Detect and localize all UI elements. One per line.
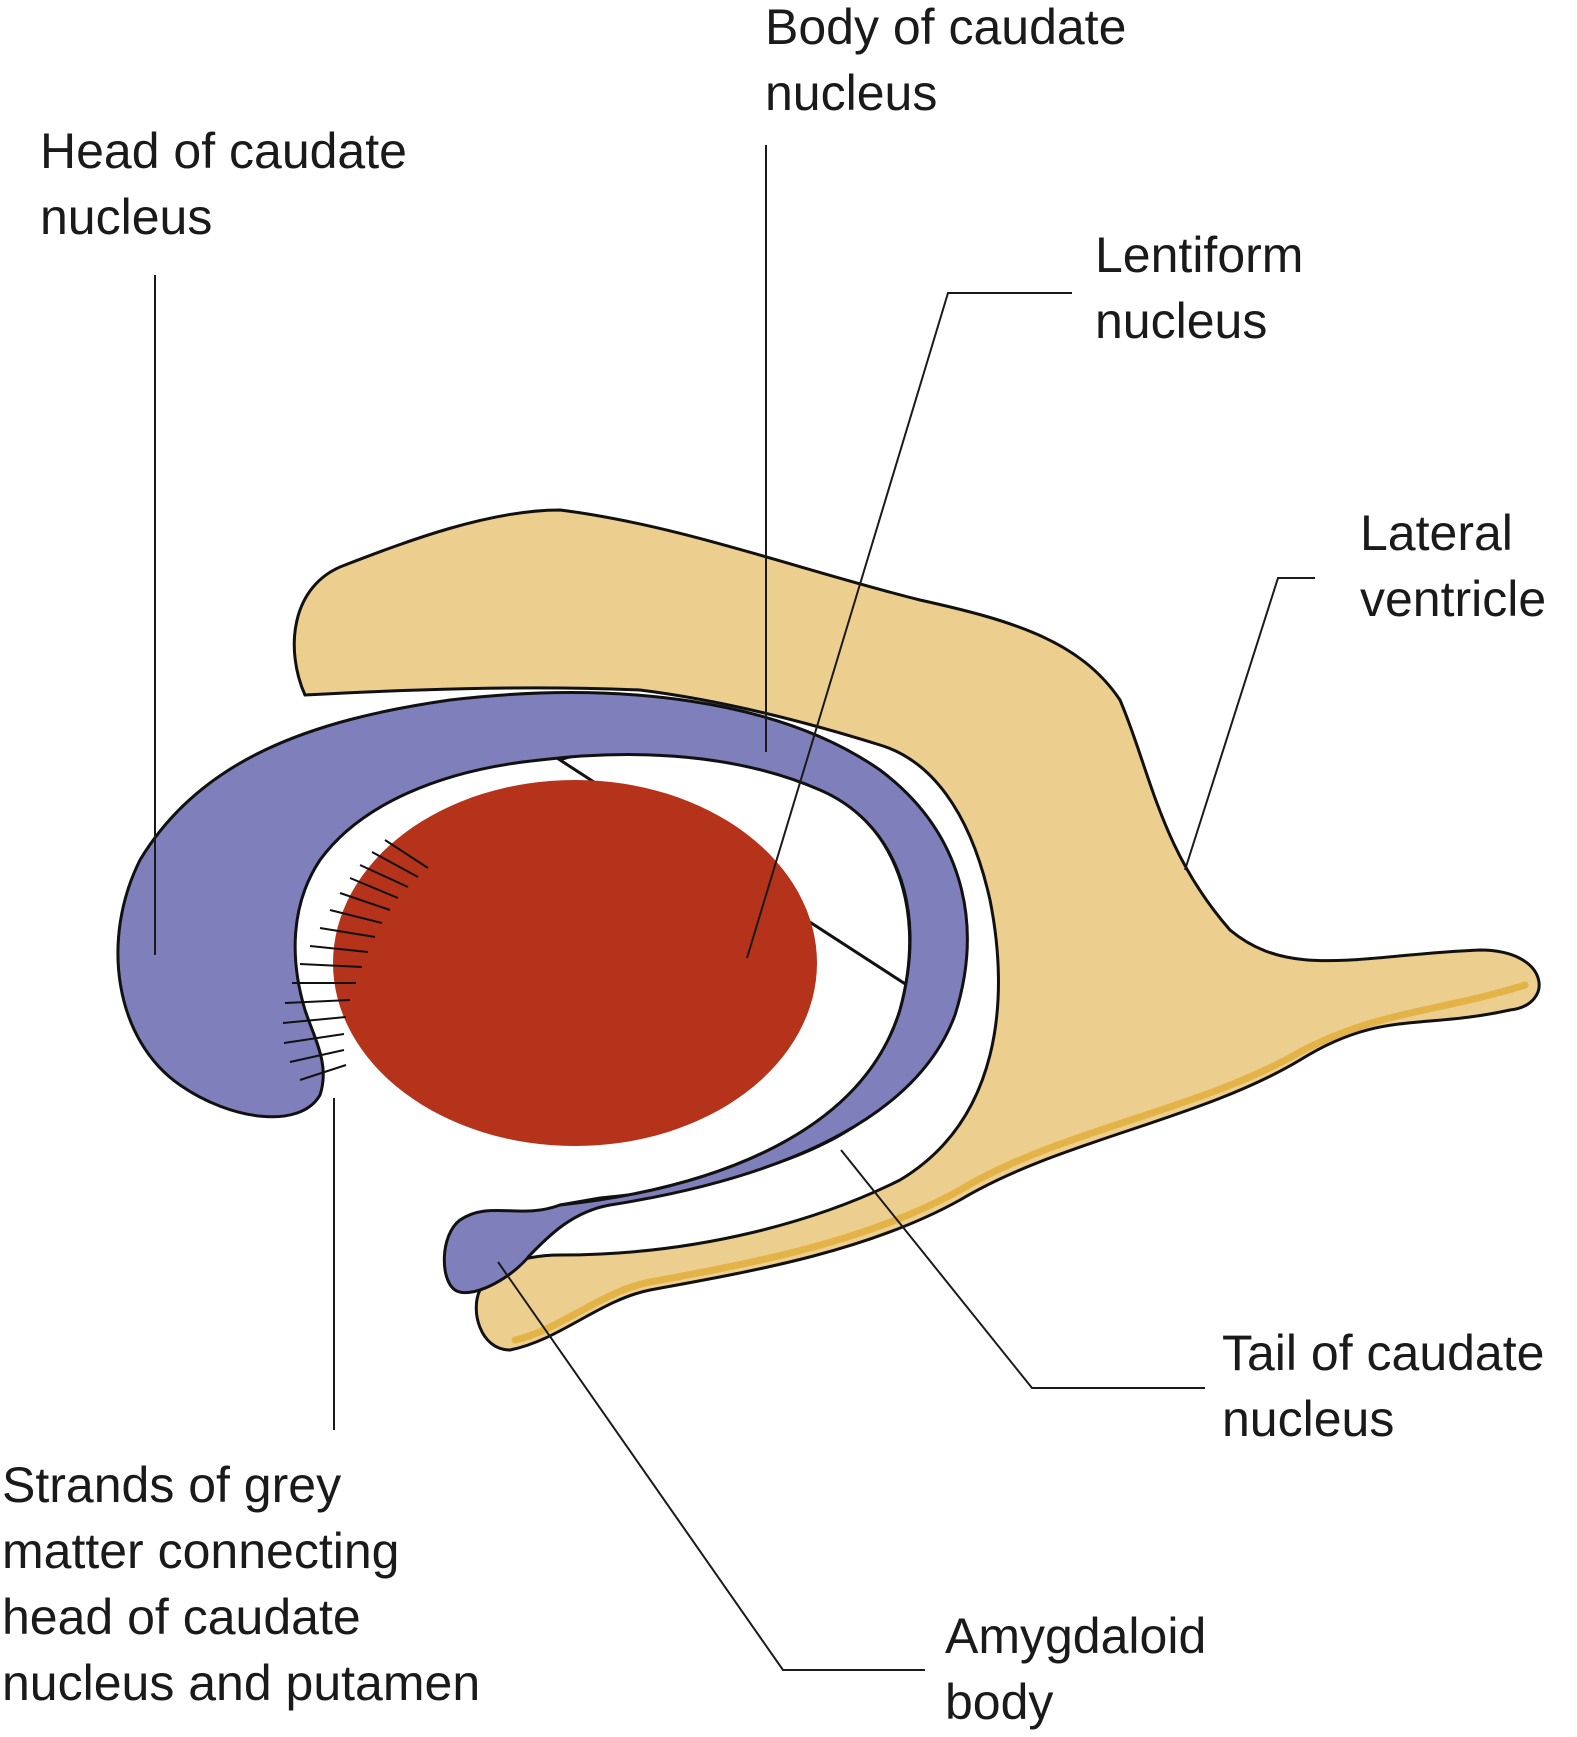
- label-tail-caudate-line-2: nucleus: [1222, 1391, 1395, 1447]
- label-strands-line-1: Strands of grey: [2, 1457, 342, 1513]
- label-lateral-ventricle-line-1: Lateral: [1360, 505, 1513, 561]
- label-lateral-ventricle-line-2: ventricle: [1360, 571, 1547, 627]
- label-strands-line-2: matter connecting: [2, 1523, 400, 1579]
- label-strands-line-4: nucleus and putamen: [2, 1655, 481, 1711]
- label-body-caudate-line-1: Body of caudate: [765, 0, 1127, 55]
- label-strands-of-grey-matter: Strands of grey matter connecting head o…: [2, 1452, 480, 1716]
- label-head-caudate-line-1: Head of caudate: [40, 123, 407, 179]
- leader-amygdaloid: [497, 1261, 925, 1671]
- label-body-caudate-line-2: nucleus: [765, 65, 938, 121]
- label-tail-of-caudate-nucleus: Tail of caudate nucleus: [1222, 1320, 1544, 1452]
- label-amygdaloid-line-2: body: [945, 1674, 1054, 1730]
- label-strands-line-3: head of caudate: [2, 1589, 361, 1645]
- label-lateral-ventricle: Lateral ventricle: [1360, 500, 1546, 632]
- ventricle-rim: [511, 981, 1529, 1344]
- label-lentiform-line-2: nucleus: [1095, 293, 1268, 349]
- lentiform-nucleus-shape: [333, 780, 817, 1146]
- label-lentiform-nucleus: Lentiform nucleus: [1095, 222, 1303, 354]
- label-tail-caudate-line-1: Tail of caudate: [1222, 1325, 1545, 1381]
- label-lentiform-line-1: Lentiform: [1095, 227, 1304, 283]
- label-amygdaloid-body: Amygdaloid body: [945, 1603, 1206, 1735]
- leader-lateral-ventricle: [1184, 577, 1315, 871]
- label-body-of-caudate-nucleus: Body of caudate nucleus: [765, 0, 1126, 126]
- label-amygdaloid-line-1: Amygdaloid: [945, 1608, 1207, 1664]
- leader-tail-caudate: [840, 1149, 1205, 1389]
- label-head-caudate-line-2: nucleus: [40, 189, 213, 245]
- lateral-ventricle-shape: [292, 508, 1541, 1352]
- leader-lines: [154, 145, 1315, 1671]
- leader-lentiform: [746, 292, 1072, 959]
- label-head-of-caudate-nucleus: Head of caudate nucleus: [40, 118, 407, 250]
- grey-matter-strands: [282, 839, 429, 1081]
